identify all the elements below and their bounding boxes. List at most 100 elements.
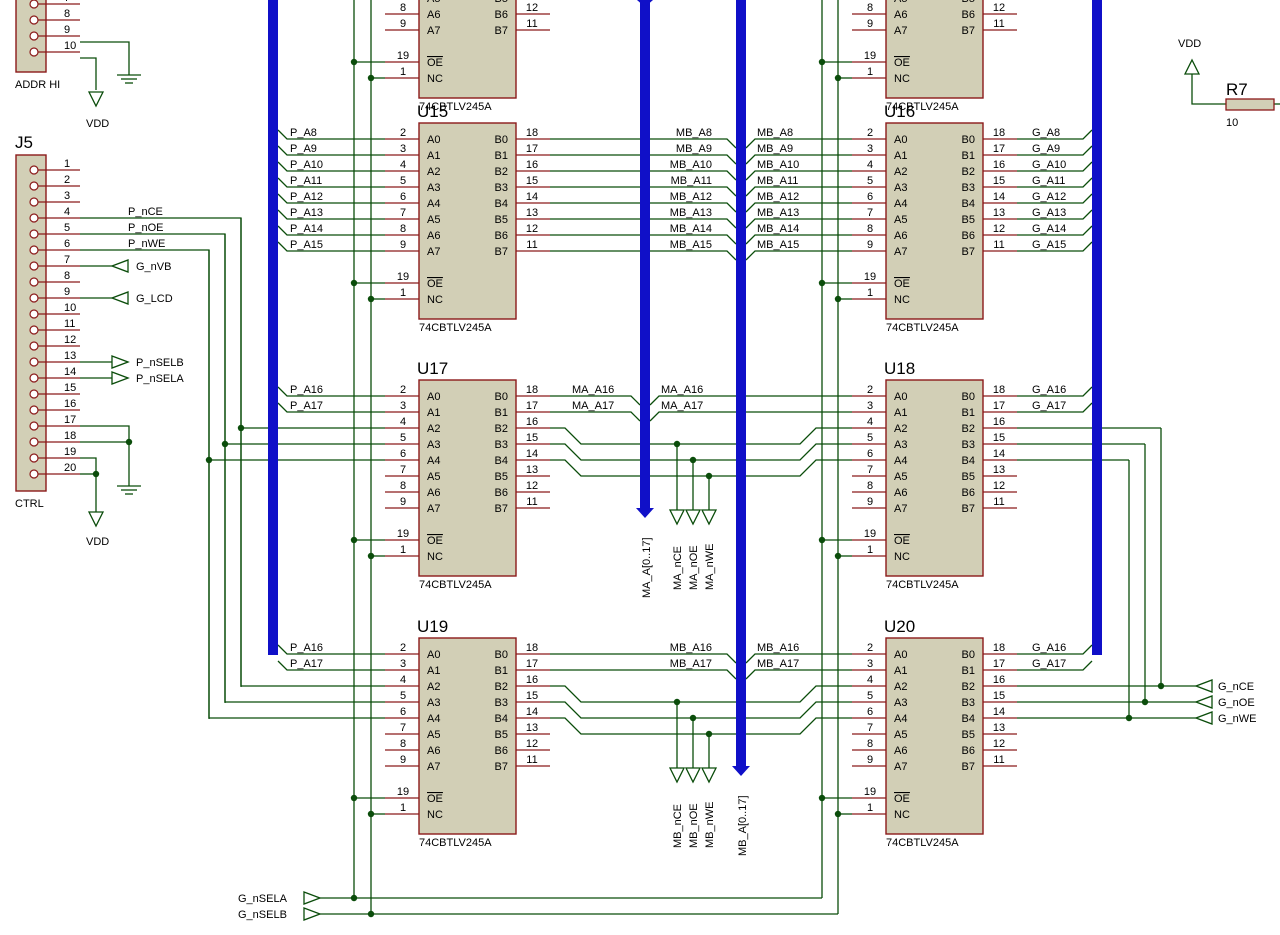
pin-number: 7 (867, 207, 873, 219)
junction-dot (205, 456, 213, 464)
ic-chip-body (418, 0, 517, 99)
pin-number: 19 (397, 271, 409, 283)
net-label: MB_A15 (757, 239, 799, 251)
pin-number: 13 (526, 464, 538, 476)
pin-name: B5 (495, 214, 508, 226)
pin-name: NC (894, 809, 910, 821)
pin-number: 12 (526, 223, 538, 235)
net-label: G_LCD (136, 293, 173, 305)
bus-end (732, 766, 750, 776)
pin-name: A6 (894, 230, 907, 242)
net-label: MB_A12 (670, 191, 712, 203)
pin-number: 18 (64, 430, 76, 442)
pin-number: 6 (64, 238, 70, 250)
pin-name: A2 (427, 681, 440, 693)
net-label: P_A12 (290, 191, 323, 203)
pin-number: 7 (400, 464, 406, 476)
pin-name: NC (427, 809, 443, 821)
pin-name: A0 (894, 134, 907, 146)
connector-label: CTRL (15, 498, 44, 510)
pin-number: 11 (993, 496, 1004, 508)
net-label: G_A10 (1032, 159, 1066, 171)
pin-number: 8 (64, 8, 70, 20)
pin-number: 8 (867, 223, 873, 235)
pin-name: B5 (495, 471, 508, 483)
pin-name: A3 (894, 439, 907, 451)
pin-name: A6 (894, 745, 907, 757)
port-label: MB_nWE (704, 802, 716, 848)
net-label: MB_A10 (757, 159, 799, 171)
pin-name: A7 (894, 246, 907, 258)
wire (1017, 241, 1093, 252)
wire (1017, 644, 1093, 655)
pin-number: 12 (526, 2, 538, 14)
pin-name: B6 (495, 487, 508, 499)
wire (80, 425, 130, 478)
pin-name: B6 (495, 745, 508, 757)
pin-number: 4 (400, 416, 406, 428)
wire (80, 217, 242, 687)
net-label: G_A17 (1032, 658, 1066, 670)
pin-name: B1 (962, 665, 975, 677)
connector-pin (29, 31, 39, 41)
wire (277, 193, 385, 204)
ic-chip-body (885, 0, 984, 99)
pin-name: A0 (894, 649, 907, 661)
port-arrow (668, 767, 686, 784)
net-label: P_A16 (290, 384, 323, 396)
pin-number: 3 (400, 400, 406, 412)
net-label: MA_A17 (661, 400, 703, 412)
wire (550, 443, 852, 461)
net-label: MA_A16 (572, 384, 614, 396)
port-label: MB_nCE (672, 804, 684, 848)
pin-name: A1 (427, 150, 440, 162)
junction-dot (705, 730, 713, 738)
junction-dot (125, 438, 133, 446)
port-arrow (110, 291, 129, 305)
pin-name: A1 (894, 407, 907, 419)
connector-pin (29, 0, 39, 9)
connector-pin (29, 437, 39, 447)
junction-dot (1125, 714, 1133, 722)
port-label: G_nSELB (238, 909, 287, 921)
connector-body (15, 154, 47, 492)
ic-chip-body (885, 122, 984, 320)
pin-number: 19 (64, 446, 76, 458)
pin-number: 6 (867, 191, 873, 203)
pin-number: 9 (400, 18, 406, 30)
junction-dot (818, 58, 826, 66)
parts-layer (15, 0, 1275, 835)
pin-number: 8 (400, 223, 406, 235)
chip-ref: U16 (884, 102, 915, 121)
pin-name: OE (427, 793, 443, 805)
pin-name: B2 (962, 681, 975, 693)
pin-number: 9 (64, 24, 70, 36)
pin-number: 2 (400, 127, 406, 139)
pin-name: B7 (495, 246, 508, 258)
wire (745, 653, 852, 664)
net-label: P_A15 (290, 239, 323, 251)
pin-number: 9 (400, 754, 406, 766)
pin-number: 2 (64, 174, 70, 186)
pin-number: 14 (526, 448, 538, 460)
pin-number: 18 (526, 642, 538, 654)
pin-number: 12 (993, 2, 1005, 14)
pin-number: 19 (397, 528, 409, 540)
pin-number: 1 (400, 544, 406, 556)
pin-name: A0 (427, 391, 440, 403)
pin-number: 3 (400, 658, 406, 670)
junction-dot (237, 424, 245, 432)
pin-number: 12 (526, 738, 538, 750)
wire (550, 395, 641, 406)
junction-dot (689, 456, 697, 464)
wire (550, 701, 852, 719)
pin-number: 19 (397, 786, 409, 798)
pin-number: 15 (526, 175, 538, 187)
pin-name: OE (427, 57, 443, 69)
part-number: 74CBTLV245A (419, 101, 492, 113)
pin-number: 12 (993, 223, 1005, 235)
pin-name: NC (894, 551, 910, 563)
connector-pin (29, 15, 39, 25)
label-layer: A0B0218A1B1317A2B2416A3B3515A4B4614A5B57… (15, 0, 1257, 921)
